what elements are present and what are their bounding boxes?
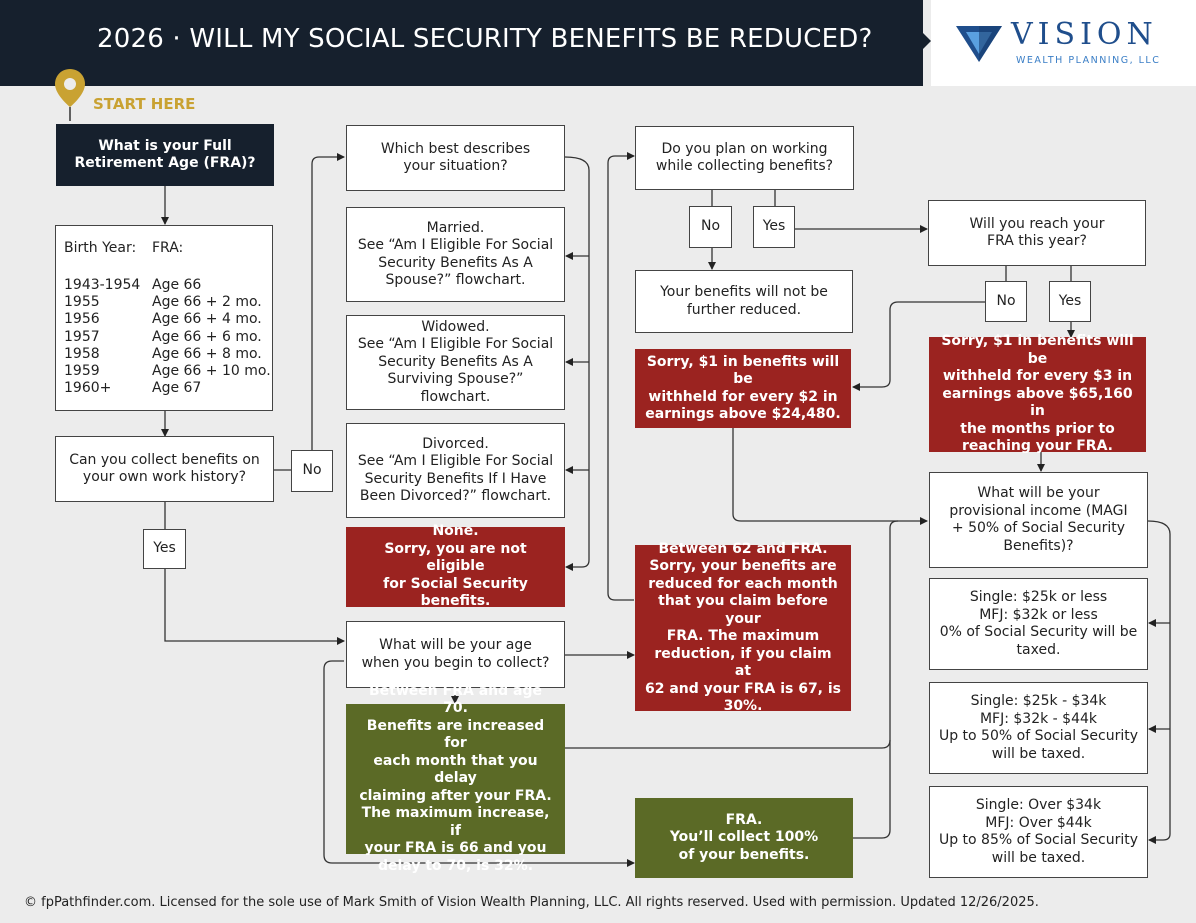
location-pin-icon bbox=[55, 69, 85, 121]
start-here-label: START HERE bbox=[93, 95, 196, 113]
working-no-box: No bbox=[689, 206, 732, 248]
logo-subtitle: WEALTH PLANNING, LLC bbox=[1016, 55, 1161, 66]
reach-fra-question-box: Will you reach your FRA this year? bbox=[928, 200, 1146, 266]
fra-row-age: Age 66 + 8 mo. bbox=[152, 345, 262, 362]
reach-fra-yes-box: Yes bbox=[1049, 281, 1091, 322]
provisional-income-question-box: What will be your provisional income (MA… bbox=[929, 472, 1148, 568]
fra-table-row: 1956 Age 66 + 4 mo. bbox=[64, 311, 272, 328]
fra-row-age: Age 66 + 4 mo. bbox=[152, 311, 262, 328]
fra-row-age: Age 66 + 6 mo. bbox=[152, 328, 262, 345]
fra-row-year: 1955 bbox=[64, 294, 100, 311]
fra-row-year: 1960+ bbox=[64, 380, 112, 397]
working-question-box: Do you plan on working while collecting … bbox=[635, 126, 854, 190]
withheld-2-box: Sorry, $1 in benefits will be withheld f… bbox=[635, 349, 851, 428]
married-box: Married. See “Am I Eligible For Social S… bbox=[346, 207, 565, 302]
fra-table-row: 1958 Age 66 + 8 mo. bbox=[64, 346, 272, 363]
tax-tier-50-box: Single: $25k - $34k MFJ: $32k - $44k Up … bbox=[929, 682, 1148, 774]
not-reduced-box: Your benefits will not be further reduce… bbox=[635, 270, 853, 333]
header-arrow bbox=[923, 33, 931, 49]
header-bar: 2026 · WILL MY SOCIAL SECURITY BENEFITS … bbox=[0, 0, 923, 86]
fra-table-row: 1957 Age 66 + 6 mo. bbox=[64, 329, 272, 346]
widowed-box: Widowed. See “Am I Eligible For Social S… bbox=[346, 315, 565, 410]
logo: VISION WEALTH PLANNING, LLC bbox=[931, 0, 1196, 86]
fra-row-year: 1959 bbox=[64, 362, 100, 379]
fra-row-age: Age 67 bbox=[152, 380, 202, 397]
fra-row-year: 1957 bbox=[64, 328, 100, 345]
fra-table-row: 1960+ Age 67 bbox=[64, 380, 272, 397]
own-history-no-box: No bbox=[291, 450, 333, 492]
fra-question-box: What is your Full Retirement Age (FRA)? bbox=[56, 124, 274, 186]
working-yes-box: Yes bbox=[753, 206, 795, 248]
own-history-question-box: Can you collect benefits on your own wor… bbox=[55, 436, 274, 502]
fra-row-year: 1958 bbox=[64, 345, 100, 362]
page-title: 2026 · WILL MY SOCIAL SECURITY BENEFITS … bbox=[97, 24, 873, 54]
fra-row-year: 1943-1954 bbox=[64, 277, 141, 293]
footer-copyright: © fpPathfinder.com. Licensed for the sol… bbox=[24, 895, 1039, 910]
logo-mark-icon bbox=[956, 26, 1002, 62]
fra-table-row: 1959 Age 66 + 10 mo. bbox=[64, 363, 272, 380]
fra-table-header-birth: Birth Year: bbox=[64, 240, 137, 256]
fra-row-year: 1956 bbox=[64, 311, 100, 328]
divorced-box: Divorced. See “Am I Eligible For Social … bbox=[346, 423, 565, 518]
early-reduction-box: Between 62 and FRA. Sorry, your benefits… bbox=[635, 541, 851, 714]
fra-table-row: 1955 Age 66 + 2 mo. bbox=[64, 294, 272, 311]
age-question-box: What will be your age when you begin to … bbox=[346, 621, 565, 688]
fra-row-age: Age 66 bbox=[152, 277, 202, 293]
delay-increase-box: Between FRA and age 70. Benefits are inc… bbox=[346, 683, 565, 874]
tax-tier-85-box: Single: Over $34k MFJ: Over $44k Up to 8… bbox=[929, 786, 1148, 878]
fra-full-benefit-box: FRA. You’ll collect 100% of your benefit… bbox=[635, 798, 853, 878]
situation-question-box: Which best describes your situation? bbox=[346, 125, 565, 191]
fra-row-age: Age 66 + 2 mo. bbox=[152, 294, 262, 311]
fra-row-age: Age 66 + 10 mo. bbox=[152, 362, 271, 379]
withheld-3-box: Sorry, $1 in benefits will be withheld f… bbox=[929, 333, 1146, 454]
tax-tier-0-box: Single: $25k or less MFJ: $32k or less 0… bbox=[929, 578, 1148, 670]
reach-fra-no-box: No bbox=[985, 281, 1027, 322]
fra-table: Birth Year: FRA: 1943-1954 Age 66 1955 A… bbox=[55, 225, 273, 411]
fra-table-row: 1943-1954 Age 66 bbox=[64, 277, 272, 294]
not-eligible-box: None. Sorry, you are not eligible for So… bbox=[346, 523, 565, 609]
own-history-yes-box: Yes bbox=[143, 529, 186, 569]
fra-table-header-fra: FRA: bbox=[152, 240, 184, 256]
logo-name: VISION bbox=[1011, 17, 1158, 52]
